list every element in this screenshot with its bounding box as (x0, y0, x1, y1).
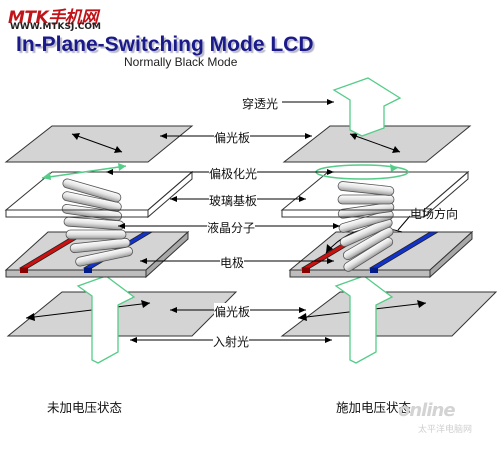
label-polarizer-top: 偏光板 (214, 129, 251, 146)
label-polarized-light: 偏极化光 (209, 165, 258, 182)
label-field-direction: 电场方向 (410, 207, 459, 221)
right-top-polarizer (282, 125, 472, 163)
left-bottom-polarizer (6, 291, 238, 337)
label-incident-light: 入射光 (213, 333, 250, 350)
label-lc-molecule: 液晶分子 (207, 219, 256, 236)
right-glass-substrate (280, 170, 470, 219)
left-top-polarizer (4, 125, 194, 163)
left-polarized-light-arrow (41, 163, 127, 180)
caption-voltage-applied: 施加电压状态 (336, 400, 412, 415)
site-logo: MTK手机网 (8, 8, 98, 28)
watermark-logo: online (398, 400, 456, 421)
label-polarizer-bottom: 偏光板 (214, 303, 251, 320)
label-transmitted-light: 穿透光 (242, 95, 279, 112)
label-electrode: 电极 (220, 254, 245, 271)
page-subtitle: Normally Black Mode (124, 55, 238, 69)
caption-no-voltage: 未加电压状态 (47, 400, 123, 415)
transmitted-light-arrow (332, 77, 402, 137)
page-title: In-Plane-Switching Mode LCD (16, 33, 314, 56)
watermark-subtext: 太平洋电脑网 (418, 425, 473, 435)
left-lc-molecules (61, 178, 133, 267)
site-url: WWW.MTKSJ.COM (10, 22, 101, 32)
label-glass-substrate: 玻璃基板 (209, 192, 258, 209)
